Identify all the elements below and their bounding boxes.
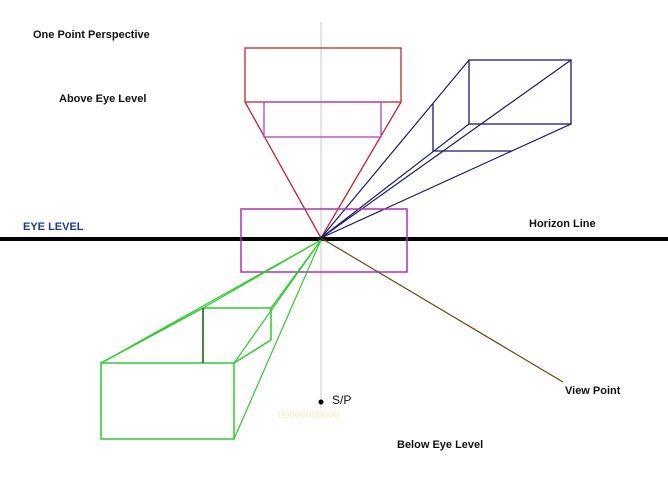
label-above-eye-level: Above Eye Level xyxy=(59,93,147,105)
watermark-text: 00000000000 xyxy=(278,410,340,421)
label-below-eye-level: Below Eye Level xyxy=(397,439,484,451)
box-eye-level xyxy=(240,208,408,273)
box-right-above xyxy=(320,59,572,239)
label-eye-level: EYE LEVEL xyxy=(23,221,84,233)
label-horizon-line: Horizon Line xyxy=(529,218,596,230)
box-above-eye-level xyxy=(244,47,402,239)
label-station-point: S/P xyxy=(332,393,352,407)
label-view-point: View Point xyxy=(565,385,621,397)
diagram-title: One Point Perspective xyxy=(33,29,150,41)
station-point-dot xyxy=(318,399,324,405)
view-point-line xyxy=(320,237,564,383)
box-below-eye-level xyxy=(100,239,322,440)
